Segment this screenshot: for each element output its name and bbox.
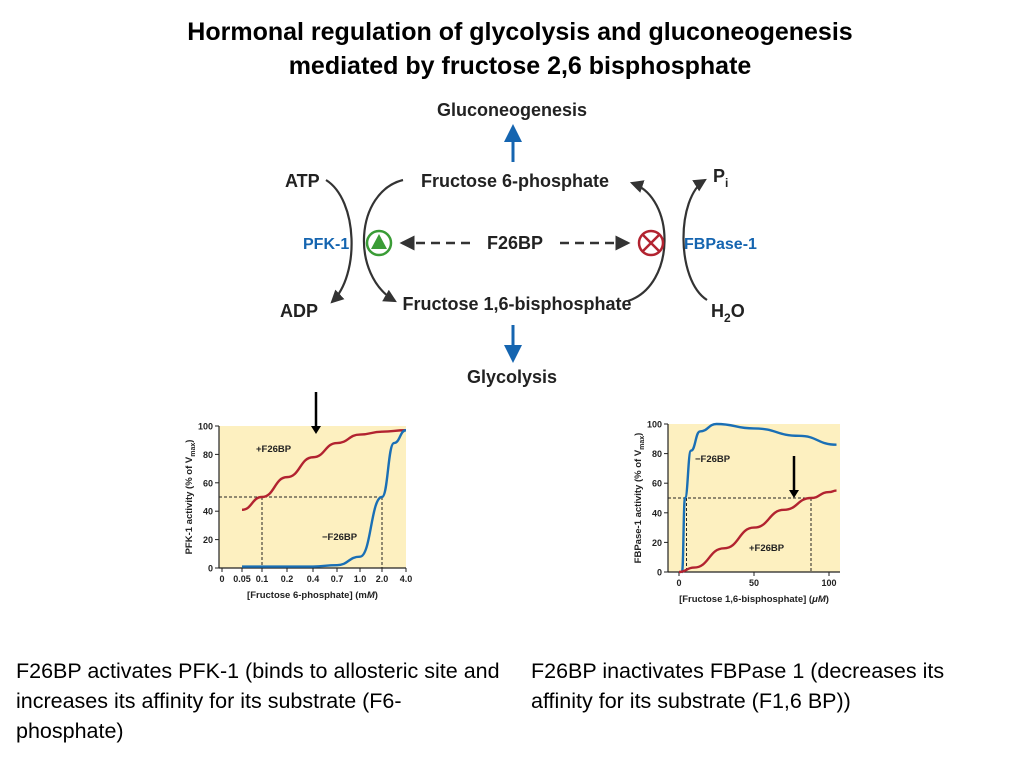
y-tick-label: 40 (652, 508, 662, 518)
x-tick-label: 0.05 (233, 574, 251, 584)
f16bp-f6p-arc-right (627, 180, 666, 303)
y-axis-label: PFK-1 activity (% of Vmax) (184, 440, 197, 555)
x-tick-label: 50 (749, 578, 759, 588)
y-tick-label: 20 (652, 538, 662, 548)
y-tick-label: 0 (657, 568, 662, 578)
f26bp-label: F26BP (487, 233, 543, 253)
y-tick-label: 80 (203, 450, 213, 460)
x-tick-label: 0.7 (331, 574, 344, 584)
gluconeogenesis-label: Gluconeogenesis (437, 100, 587, 120)
f6p-f16bp-arc-left (363, 178, 404, 303)
x-tick-label: 4.0 (400, 574, 413, 584)
x-tick-label: 1.0 (354, 574, 367, 584)
activator-icon (365, 229, 393, 257)
pointer-arrowhead (789, 490, 799, 498)
adp-label: ADP (280, 301, 318, 321)
series-label-1: −F26BP (322, 532, 358, 543)
series-line-0 (241, 429, 407, 511)
y-tick-label: 80 (652, 449, 662, 459)
x-tick-label: 0.2 (281, 574, 294, 584)
series-label-1: +F26BP (749, 543, 785, 554)
x-tick-label: 100 (821, 578, 836, 588)
slide-title-line2: mediated by fructose 2,6 bisphosphate (288, 52, 752, 80)
fbpase1-activity-chart: 0 20 40 60 80 100 0 50 100 −F26BP +F26BP FBPase-1 a… (633, 420, 840, 605)
x-axis-label: [Fructose 6-phosphate] (mM) (247, 590, 378, 601)
y-tick-label: 60 (203, 478, 213, 488)
x-tick-label: 0.4 (307, 574, 320, 584)
pathway-diagram: Gluconeogenesis Fructose 6-phosphate F26… (280, 100, 757, 387)
inhibitor-icon (637, 229, 665, 257)
pfk1-activity-chart: 0 20 40 60 80 100 0 0.05 0.1 0.2 0.4 0.7 1.0 2.0 4.0 +F… (184, 392, 413, 601)
x-tick-label: 2.0 (376, 574, 389, 584)
caption-fbpase1: F26BP inactivates FBPase 1 (decreases it… (531, 659, 945, 713)
y-tick-label: 40 (203, 507, 213, 517)
y-tick-label: 100 (647, 420, 662, 430)
series-label-0: −F26BP (695, 454, 731, 465)
x-tick-label: 0 (676, 578, 681, 588)
f6p-label: Fructose 6-phosphate (421, 171, 609, 191)
x-tick-label: 0 (219, 574, 224, 584)
y-tick-label: 20 (203, 535, 213, 545)
pi-label: Pi (713, 166, 728, 190)
glycolysis-label: Glycolysis (467, 367, 557, 387)
caption-pfk1: F26BP activates PFK-1 (binds to alloster… (16, 659, 500, 743)
series-line-1 (241, 429, 407, 568)
y-tick-label: 100 (198, 422, 213, 432)
y-tick-label: 60 (652, 479, 662, 489)
atp-adp-arc (325, 179, 353, 304)
y-axis-label: FBPase-1 activity (% of Vmax) (633, 433, 646, 564)
y-tick-label: 0 (208, 564, 213, 574)
fbpase1-label: FBPase-1 (684, 236, 757, 253)
x-axis-label: [Fructose 1,6-bisphosphate] (μM) (679, 594, 829, 605)
atp-label: ATP (285, 171, 320, 191)
series-line-1 (678, 489, 837, 574)
series-label-0: +F26BP (256, 444, 292, 455)
h2o-pi-arc (682, 178, 708, 301)
pfk1-label: PFK-1 (303, 236, 349, 253)
series-line-0 (680, 422, 837, 574)
pointer-arrowhead (311, 426, 321, 434)
x-tick-label: 0.1 (256, 574, 269, 584)
plot-background (219, 426, 406, 568)
h2o-label: H2O (711, 301, 745, 325)
f16bp-label: Fructose 1,6-bisphosphate (402, 294, 631, 314)
slide-title-line1: Hormonal regulation of glycolysis and gl… (187, 18, 853, 46)
